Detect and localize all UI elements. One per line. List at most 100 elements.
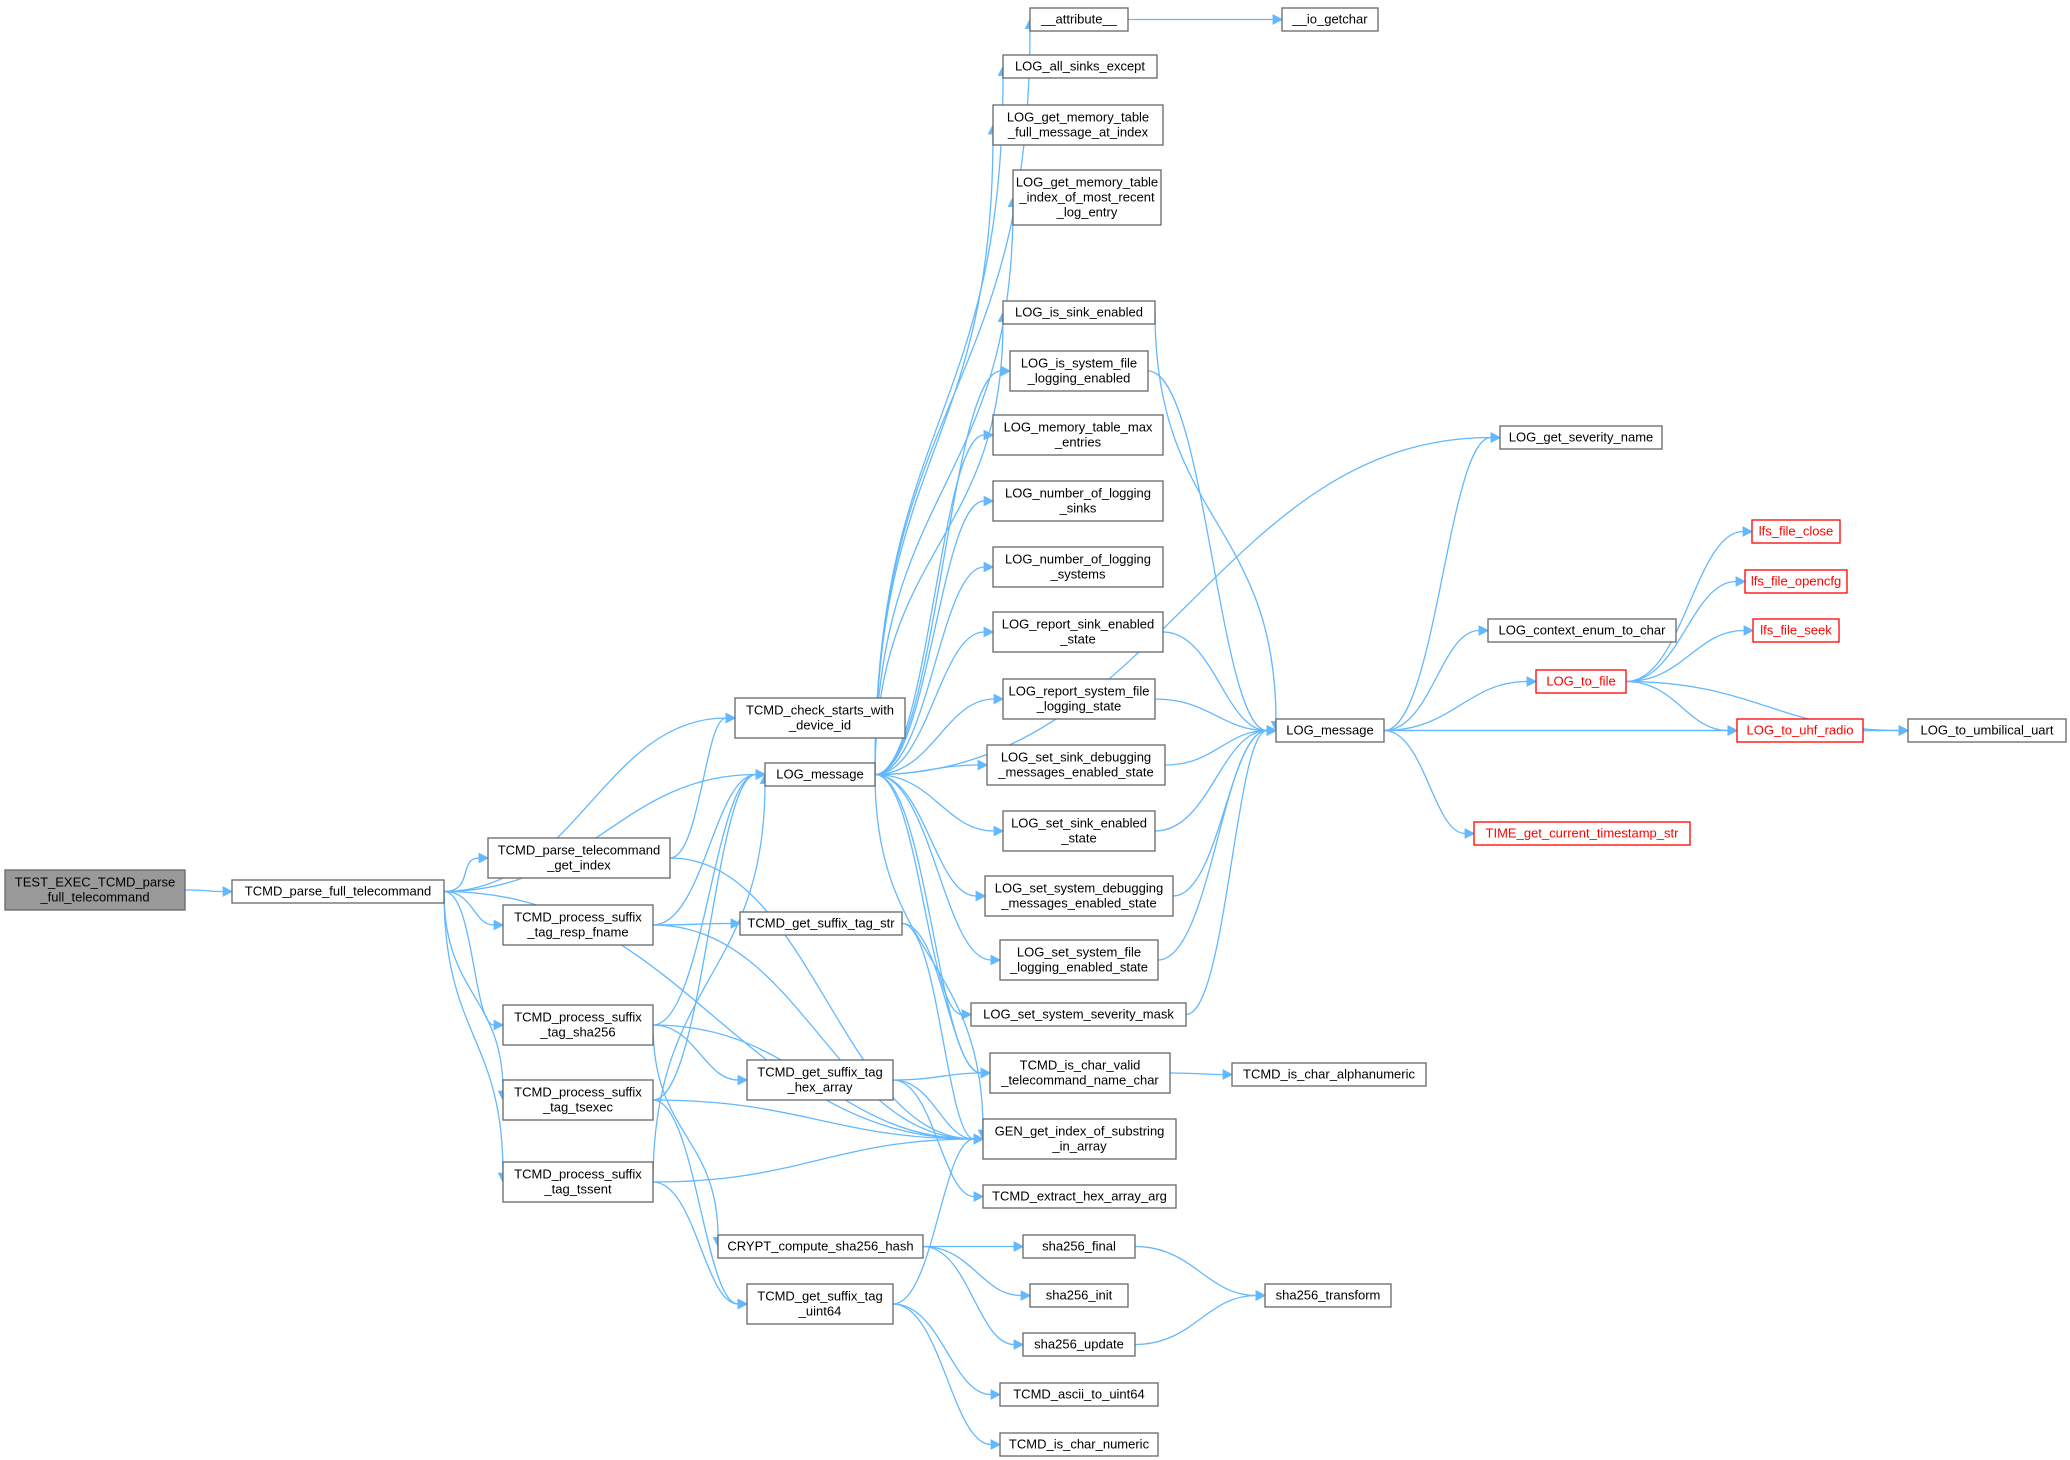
- node-log-num-sinks[interactable]: LOG_number_of_logging_sinks: [992, 480, 1164, 522]
- node-label: LOG_to_file: [1546, 674, 1615, 689]
- arrowhead-parse_full-to-suffix_sha256: [493, 1019, 505, 1031]
- node-label: LOG_memory_table_max: [1004, 420, 1153, 435]
- node-log-set-sink-dbg[interactable]: LOG_set_sink_debugging_messages_enabled_…: [986, 744, 1166, 786]
- node-attribute[interactable]: __attribute__: [1029, 7, 1129, 32]
- edge-parse_full-to-suffix_tsexec: [443, 891, 504, 1092]
- node-log-set-sys-file[interactable]: LOG_set_system_file_logging_enabled_stat…: [999, 939, 1159, 981]
- edge-log_message_right-to-log_context: [1383, 629, 1480, 732]
- edge-log_set_sys_dbg-to-log_message_right: [1172, 729, 1268, 897]
- edge-log_message_mid-to-log_severity_name: [874, 436, 1492, 776]
- node-lfs-seek[interactable]: lfs_file_seek: [1752, 618, 1840, 643]
- arrowhead-log_message_mid-to-log_report_sysfile: [993, 693, 1005, 705]
- node-box: [1499, 425, 1663, 450]
- node-label: LOG_report_sink_enabled: [1002, 617, 1155, 632]
- node-is-char-numeric[interactable]: TCMD_is_char_numeric: [999, 1432, 1159, 1457]
- node-label: _sinks: [1059, 501, 1097, 516]
- node-log-is-sysfile[interactable]: LOG_is_system_file_logging_enabled: [1009, 350, 1149, 392]
- node-box: [986, 744, 1166, 786]
- arrowhead-get_suffix_uint64-to-gen_get_index: [973, 1133, 985, 1145]
- node-sha-final[interactable]: sha256_final: [1022, 1234, 1136, 1259]
- node-sha-update[interactable]: sha256_update: [1022, 1332, 1136, 1357]
- edge-parse_full-to-check_starts: [443, 717, 727, 893]
- node-label: _log_entry: [1056, 205, 1118, 220]
- edge-get_suffix_uint64-to-gen_get_index: [892, 1138, 975, 1305]
- node-label: LOG_message: [1286, 723, 1373, 738]
- node-label: lfs_file_seek: [1760, 623, 1832, 638]
- node-log-message-mid[interactable]: LOG_message: [764, 762, 876, 787]
- node-parse-full[interactable]: TCMD_parse_full_telecommand: [231, 879, 445, 904]
- node-label: CRYPT_compute_sha256_hash: [727, 1239, 913, 1254]
- edge-log_set_sys_file-to-log_message_right: [1157, 729, 1268, 961]
- node-parse-get-index[interactable]: TCMD_parse_telecommand_get_index: [487, 837, 671, 879]
- edge-suffix_resp_fname-to-get_suffix_tag_str: [652, 922, 732, 926]
- node-log-mem-full[interactable]: LOG_get_memory_table_full_message_at_ind…: [992, 104, 1164, 146]
- arrowhead-attribute-to-io_getchar: [1272, 14, 1284, 25]
- node-label: _tag_tsexec: [542, 1100, 614, 1115]
- node-label: sha256_transform: [1276, 1288, 1381, 1303]
- node-suffix-resp-fname[interactable]: TCMD_process_suffix_tag_resp_fname: [502, 904, 654, 946]
- node-sha-transform[interactable]: sha256_transform: [1264, 1283, 1392, 1308]
- node-log-is-sink[interactable]: LOG_is_sink_enabled: [1002, 300, 1156, 325]
- node-box: [982, 1118, 1177, 1160]
- node-log-mem-idx[interactable]: LOG_get_memory_table_index_of_most_recen…: [1012, 169, 1162, 226]
- node-lfs-opencfg[interactable]: lfs_file_opencfg: [1744, 569, 1848, 594]
- node-box: [717, 1234, 924, 1259]
- node-ascii-uint64[interactable]: TCMD_ascii_to_uint64: [999, 1382, 1159, 1407]
- edge-parse_full-to-suffix_sha256: [443, 890, 495, 1026]
- node-log-mem-max[interactable]: LOG_memory_table_max_entries: [992, 414, 1164, 456]
- node-check-starts[interactable]: TCMD_check_starts_with_device_id: [734, 697, 906, 739]
- node-box: [982, 1184, 1177, 1209]
- node-time-ts[interactable]: TIME_get_current_timestamp_str: [1473, 821, 1691, 846]
- edge-parse_get_index-to-check_starts: [669, 717, 727, 859]
- node-box: [1281, 7, 1379, 32]
- node-box: [1012, 169, 1162, 226]
- node-is-char-valid[interactable]: TCMD_is_char_valid_telecommand_name_char: [989, 1052, 1171, 1094]
- node-log-all-sinks[interactable]: LOG_all_sinks_except: [1002, 54, 1158, 79]
- node-extract-hex[interactable]: TCMD_extract_hex_array_arg: [982, 1184, 1177, 1209]
- node-log-to-file[interactable]: LOG_to_file: [1535, 669, 1627, 694]
- node-suffix-sha256[interactable]: TCMD_process_suffix_tag_sha256: [502, 1004, 654, 1046]
- node-log-message-right[interactable]: LOG_message: [1275, 718, 1385, 743]
- node-box: [999, 1382, 1159, 1407]
- node-label: _full_telecommand: [39, 890, 149, 905]
- node-box: [1009, 350, 1149, 392]
- node-root[interactable]: TEST_EXEC_TCMD_parse_full_telecommand: [4, 869, 186, 911]
- arrowhead-suffix_sha256-to-get_suffix_hex: [737, 1074, 749, 1086]
- node-get-suffix-uint64[interactable]: TCMD_get_suffix_tag_uint64: [746, 1283, 894, 1325]
- node-log-set-sys-dbg[interactable]: LOG_set_system_debugging_messages_enable…: [984, 875, 1174, 917]
- node-label: TEST_EXEC_TCMD_parse: [15, 875, 175, 890]
- node-label: TCMD_process_suffix: [514, 910, 642, 925]
- node-crypt-sha256[interactable]: CRYPT_compute_sha256_hash: [717, 1234, 924, 1259]
- node-log-context[interactable]: LOG_context_enum_to_char: [1487, 618, 1677, 643]
- node-suffix-tssent[interactable]: TCMD_process_suffix_tag_tssent: [502, 1161, 654, 1203]
- edge-crypt_sha256-to-sha_update: [922, 1245, 1015, 1346]
- node-label: LOG_get_memory_table: [1016, 175, 1158, 190]
- node-io-getchar[interactable]: __io_getchar: [1281, 7, 1379, 32]
- node-get-suffix-hex[interactable]: TCMD_get_suffix_tag_hex_array: [746, 1059, 894, 1101]
- edge-root-to-parse_full: [184, 889, 224, 893]
- node-label: __attribute__: [1040, 12, 1118, 27]
- node-label: TCMD_process_suffix: [514, 1167, 642, 1182]
- node-gen-get-index[interactable]: GEN_get_index_of_substring_in_array: [982, 1118, 1177, 1160]
- node-label: LOG_get_severity_name: [1509, 430, 1654, 445]
- node-box: [970, 1002, 1187, 1027]
- arrowhead-log_to_file-to-lfs_close: [1742, 526, 1754, 537]
- node-log-report-sink[interactable]: LOG_report_sink_enabled_state: [992, 611, 1164, 653]
- node-get-suffix-tag-str[interactable]: TCMD_get_suffix_tag_str: [739, 911, 903, 936]
- node-log-set-sink-en[interactable]: LOG_set_sink_enabled_state: [1002, 810, 1156, 852]
- node-log-set-sys-sev[interactable]: LOG_set_system_severity_mask: [970, 1002, 1187, 1027]
- node-box: [1487, 618, 1677, 643]
- node-suffix-tsexec[interactable]: TCMD_process_suffix_tag_tsexec: [502, 1079, 654, 1121]
- node-label: _logging_enabled: [1027, 371, 1131, 386]
- node-log-severity-name[interactable]: LOG_get_severity_name: [1499, 425, 1663, 450]
- edge-log_message_mid-to-log_all_sinks: [874, 75, 1004, 775]
- node-sha-init[interactable]: sha256_init: [1029, 1283, 1129, 1308]
- node-log-report-sysfile[interactable]: LOG_report_system_file_logging_state: [1002, 678, 1156, 720]
- node-label: LOG_is_sink_enabled: [1015, 305, 1143, 320]
- node-log-to-uhf[interactable]: LOG_to_uhf_radio: [1736, 718, 1864, 743]
- node-char-alnum[interactable]: TCMD_is_char_alphanumeric: [1231, 1062, 1427, 1087]
- node-log-num-systems[interactable]: LOG_number_of_logging_systems: [992, 546, 1164, 588]
- node-lfs-close[interactable]: lfs_file_close: [1751, 519, 1841, 544]
- edge-get_suffix_hex-to-extract_hex: [892, 1079, 975, 1198]
- node-log-to-umb[interactable]: LOG_to_umbilical_uart: [1907, 718, 2067, 743]
